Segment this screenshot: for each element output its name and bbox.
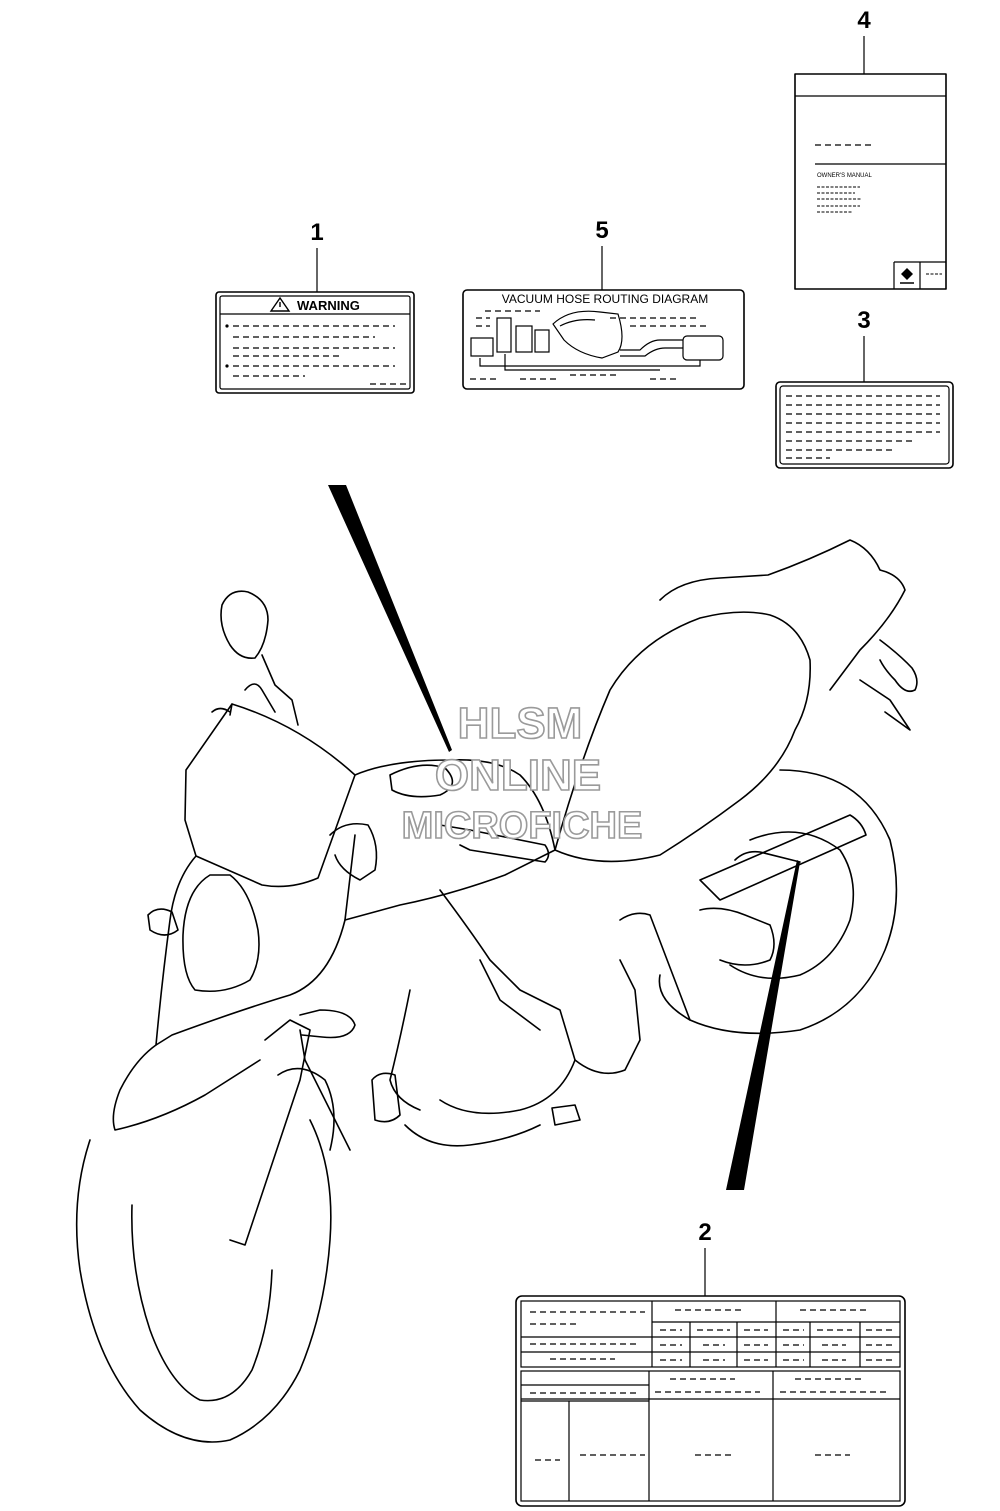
pointer-wedge-right <box>726 860 800 1190</box>
pointer-wedge-left <box>328 485 452 752</box>
warning-title: WARNING <box>297 298 360 313</box>
hose-routing-sketch-icon <box>470 310 724 380</box>
callout-4: 4 <box>857 7 871 34</box>
vacuum-hose-title: VACUUM HOSE ROUTING DIAGRAM <box>502 292 708 306</box>
callout-2: 2 <box>698 1219 711 1246</box>
watermark-line2: ONLINE <box>435 751 601 800</box>
information-label-3 <box>775 381 954 469</box>
motorcycle-outline <box>75 485 918 1443</box>
owners-manual-title: OWNER'S MANUAL <box>817 173 872 179</box>
watermark-line1: HLSM <box>458 699 583 748</box>
watermark: HLSM ONLINE MICROFICHE <box>401 698 643 848</box>
suzuki-s-logo-icon <box>900 268 914 284</box>
callout-1: 1 <box>310 219 323 246</box>
tire-information-label <box>515 1295 906 1507</box>
callout-5: 5 <box>595 217 608 244</box>
callout-3: 3 <box>857 307 870 334</box>
warning-label: WARNING <box>215 291 415 394</box>
watermark-line3: MICROFICHE <box>402 805 643 847</box>
owners-manual: OWNER'S MANUAL <box>794 73 947 290</box>
warning-triangle-icon <box>269 296 291 312</box>
vacuum-hose-label: VACUUM HOSE ROUTING DIAGRAM <box>462 289 745 390</box>
